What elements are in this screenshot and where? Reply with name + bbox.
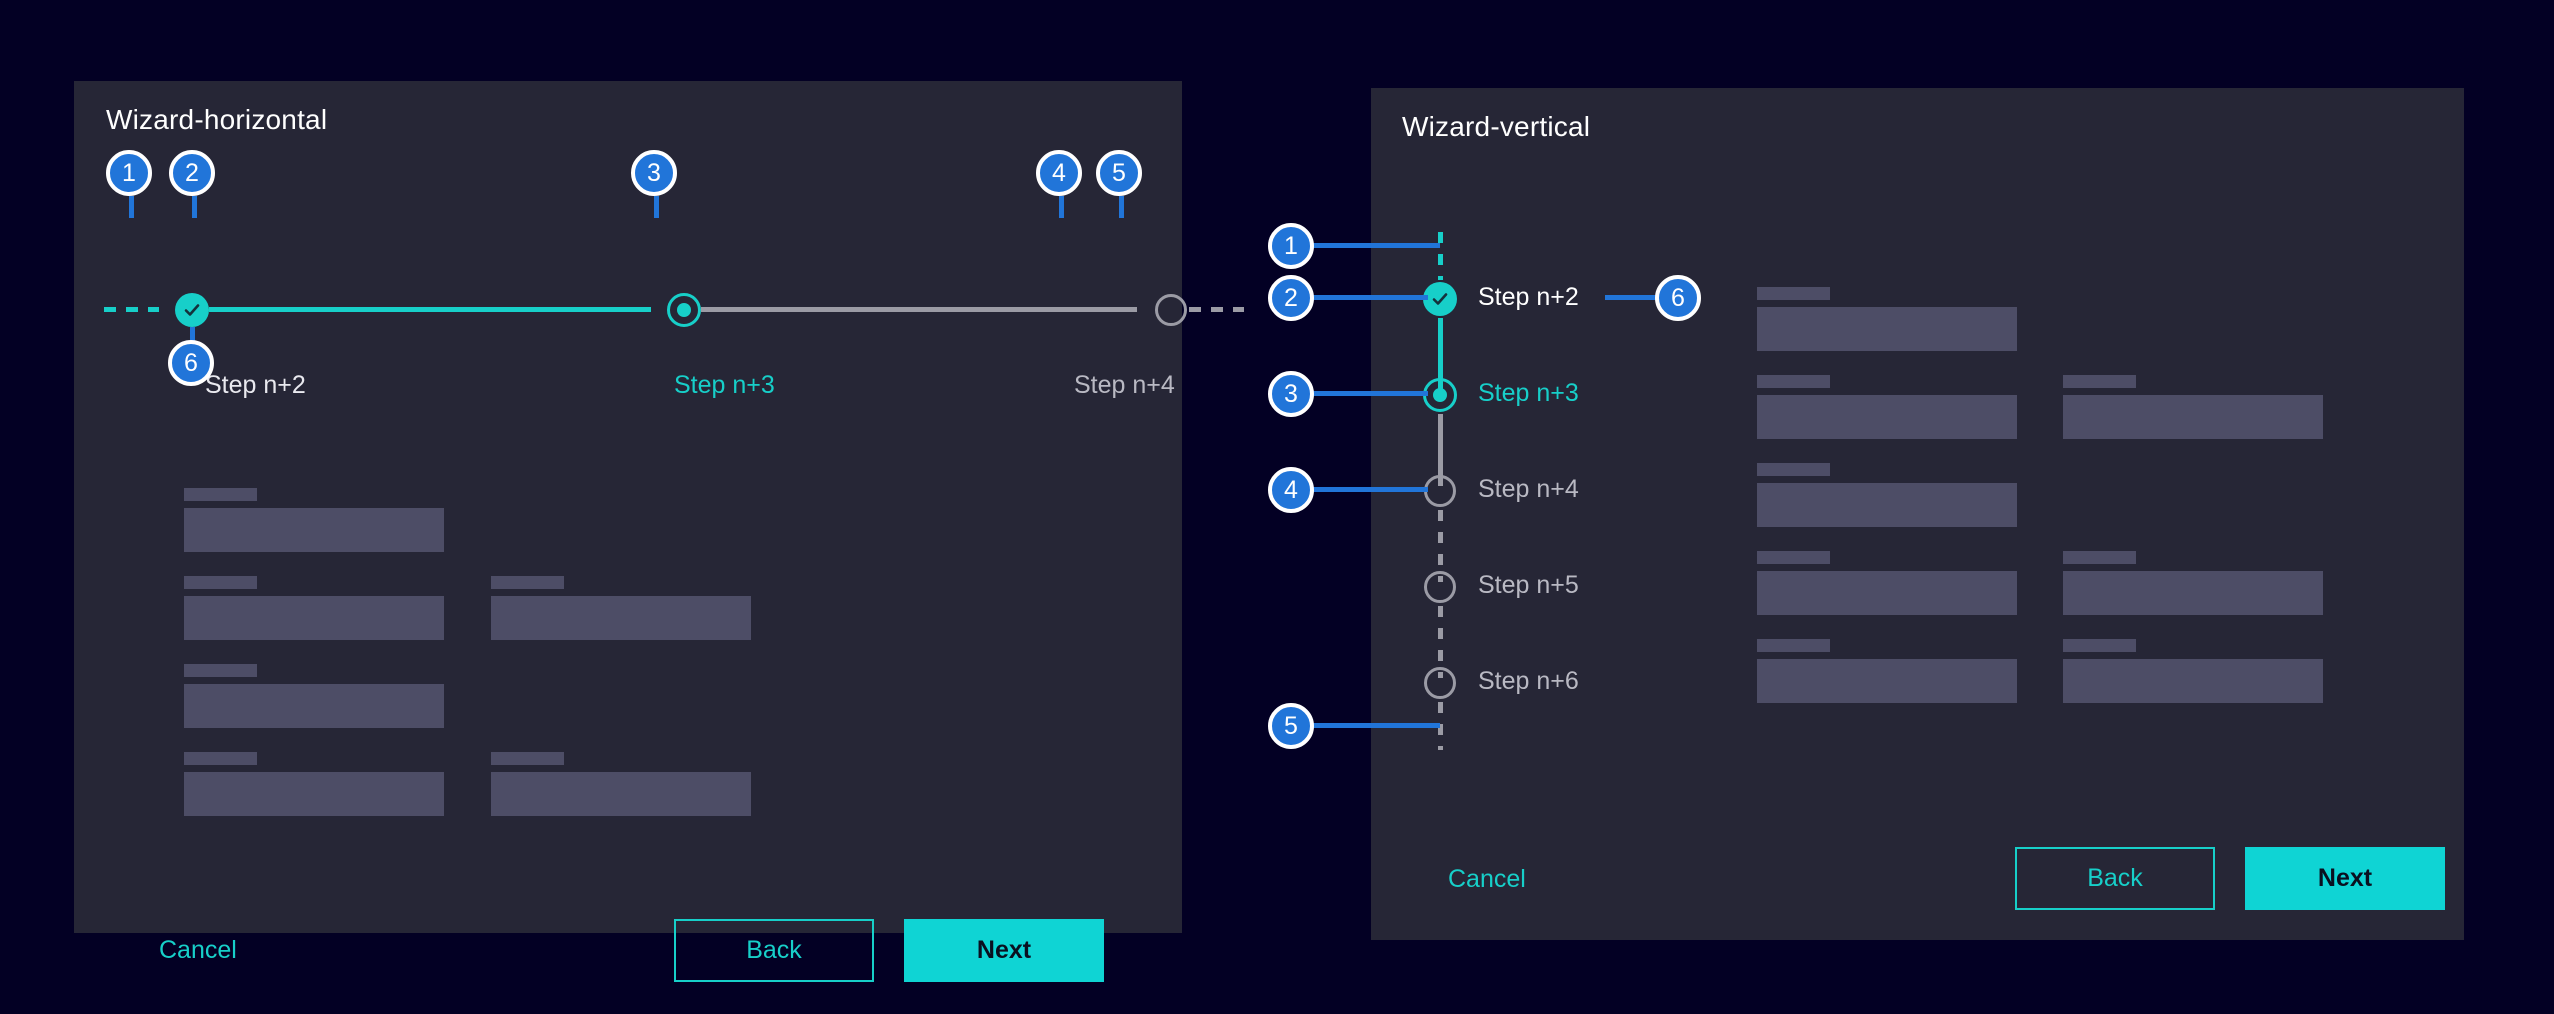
wizard-vertical-title: Wizard-vertical xyxy=(1402,111,1591,142)
h-track-lead-dash xyxy=(104,307,159,312)
h-step-node-pending[interactable] xyxy=(1155,294,1187,326)
v-track-segment-pending-1 xyxy=(1438,414,1443,486)
wizard-horizontal-title: Wizard-horizontal xyxy=(106,104,328,135)
v-step-node-pending-2[interactable] xyxy=(1424,571,1456,603)
callout-marker-2[interactable]: 2 xyxy=(1268,275,1314,321)
callout-marker-1[interactable]: 1 xyxy=(106,150,152,196)
callout-leader-5 xyxy=(1119,196,1124,218)
callout-marker-6[interactable]: 6 xyxy=(168,340,214,386)
form-field-label xyxy=(2063,551,2136,564)
v-track-trail-dash xyxy=(1438,702,1443,750)
form-field-input[interactable] xyxy=(1757,571,2017,615)
form-field-label xyxy=(1757,463,1830,476)
callout-marker-4[interactable]: 4 xyxy=(1036,150,1082,196)
back-button[interactable]: Back xyxy=(2015,847,2215,910)
form-field-label xyxy=(1757,639,1830,652)
callout-leader-6 xyxy=(190,327,195,349)
callout-leader-6 xyxy=(1605,295,1687,300)
form-field-input[interactable] xyxy=(1757,659,2017,703)
form-field-label xyxy=(184,488,257,501)
form-field-label xyxy=(1757,375,1830,388)
form-field-label xyxy=(491,752,564,765)
form-field-label xyxy=(1757,287,1830,300)
current-dot-icon xyxy=(1433,388,1447,402)
back-button[interactable]: Back xyxy=(674,919,874,982)
callout-leader-1 xyxy=(129,196,134,218)
v-track-segment-complete xyxy=(1438,318,1443,390)
form-field-label xyxy=(184,576,257,589)
form-field-label xyxy=(2063,639,2136,652)
form-field-input[interactable] xyxy=(1757,307,2017,351)
callout-marker-6[interactable]: 6 xyxy=(1655,275,1701,321)
callout-leader-4 xyxy=(1300,487,1428,492)
v-step-node-complete[interactable] xyxy=(1423,282,1457,316)
v-track-lead-dash xyxy=(1438,232,1443,280)
callout-marker-3[interactable]: 3 xyxy=(1268,371,1314,417)
form-field-label xyxy=(491,576,564,589)
h-step-label-1[interactable]: Step n+2 xyxy=(205,371,306,399)
cancel-button[interactable]: Cancel xyxy=(1448,865,1526,893)
form-field-label xyxy=(184,752,257,765)
form-field-input[interactable] xyxy=(1757,483,2017,527)
form-field-input[interactable] xyxy=(184,508,444,552)
form-field-input[interactable] xyxy=(2063,395,2323,439)
form-field-label xyxy=(1757,551,1830,564)
callout-marker-3[interactable]: 3 xyxy=(631,150,677,196)
callout-leader-2 xyxy=(192,196,197,218)
form-field-input[interactable] xyxy=(184,772,444,816)
next-button[interactable]: Next xyxy=(904,919,1104,982)
v-track-segment-pending-2 xyxy=(1438,510,1443,582)
callout-marker-5[interactable]: 5 xyxy=(1268,703,1314,749)
v-step-node-pending-3[interactable] xyxy=(1424,667,1456,699)
h-step-label-2[interactable]: Step n+3 xyxy=(674,371,775,399)
v-track-segment-pending-3 xyxy=(1438,606,1443,678)
form-field-input[interactable] xyxy=(1757,395,2017,439)
v-step-label-3[interactable]: Step n+4 xyxy=(1478,475,1579,503)
wizard-horizontal-card: Wizard-horizontal Step n+2 Step n+3 Step… xyxy=(74,81,1244,982)
form-field-input[interactable] xyxy=(184,684,444,728)
h-track-segment-pending xyxy=(701,307,1137,312)
h-step-label-3[interactable]: Step n+4 xyxy=(1074,371,1175,399)
callout-leader-1 xyxy=(1300,243,1440,248)
v-step-label-1[interactable]: Step n+2 xyxy=(1478,283,1579,311)
callout-marker-5[interactable]: 5 xyxy=(1096,150,1142,196)
h-track-segment-complete xyxy=(209,307,651,312)
form-field-input[interactable] xyxy=(184,596,444,640)
check-icon xyxy=(1432,293,1448,305)
callout-leader-2 xyxy=(1300,295,1428,300)
h-track-trail-dash xyxy=(1189,307,1244,312)
current-dot-icon xyxy=(677,303,691,317)
v-step-label-4[interactable]: Step n+5 xyxy=(1478,571,1579,599)
form-field-label xyxy=(2063,375,2136,388)
cancel-button[interactable]: Cancel xyxy=(159,936,237,964)
h-step-node-current[interactable] xyxy=(667,293,701,327)
callout-marker-4[interactable]: 4 xyxy=(1268,467,1314,513)
check-icon xyxy=(184,304,200,316)
form-field-label xyxy=(184,664,257,677)
form-field-input[interactable] xyxy=(2063,571,2323,615)
h-step-node-complete[interactable] xyxy=(175,293,209,327)
callout-marker-2[interactable]: 2 xyxy=(169,150,215,196)
form-field-input[interactable] xyxy=(491,772,751,816)
callout-leader-5 xyxy=(1300,723,1440,728)
form-field-input[interactable] xyxy=(2063,659,2323,703)
callout-marker-1[interactable]: 1 xyxy=(1268,223,1314,269)
callout-leader-3 xyxy=(654,196,659,218)
v-step-node-pending-1[interactable] xyxy=(1424,475,1456,507)
v-step-label-5[interactable]: Step n+6 xyxy=(1478,667,1579,695)
callout-leader-4 xyxy=(1059,196,1064,218)
callout-leader-3 xyxy=(1300,391,1428,396)
v-step-node-current[interactable] xyxy=(1423,378,1457,412)
next-button[interactable]: Next xyxy=(2245,847,2445,910)
v-step-label-2[interactable]: Step n+3 xyxy=(1478,379,1579,407)
form-field-input[interactable] xyxy=(491,596,751,640)
